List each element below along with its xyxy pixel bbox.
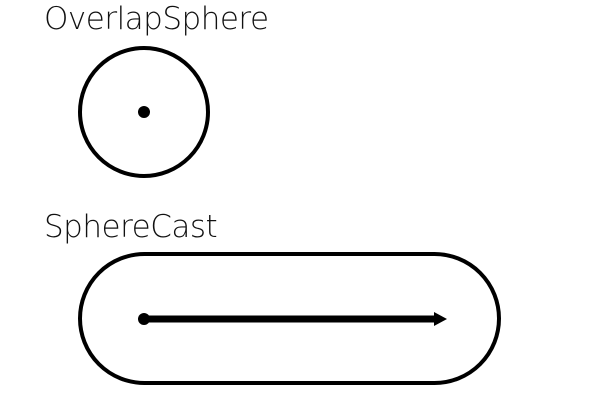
sphere-cast-diagram [78, 252, 501, 385]
arrow-right-icon [434, 312, 447, 326]
overlap-sphere-circle [78, 46, 210, 178]
overlap-sphere-diagram [78, 46, 210, 178]
overlap-sphere-label: OverlapSphere [44, 1, 269, 37]
sphere-cast-label: SphereCast [44, 209, 218, 245]
sphere-cast-capsule [78, 252, 501, 385]
overlap-sphere-center-dot [138, 106, 150, 118]
